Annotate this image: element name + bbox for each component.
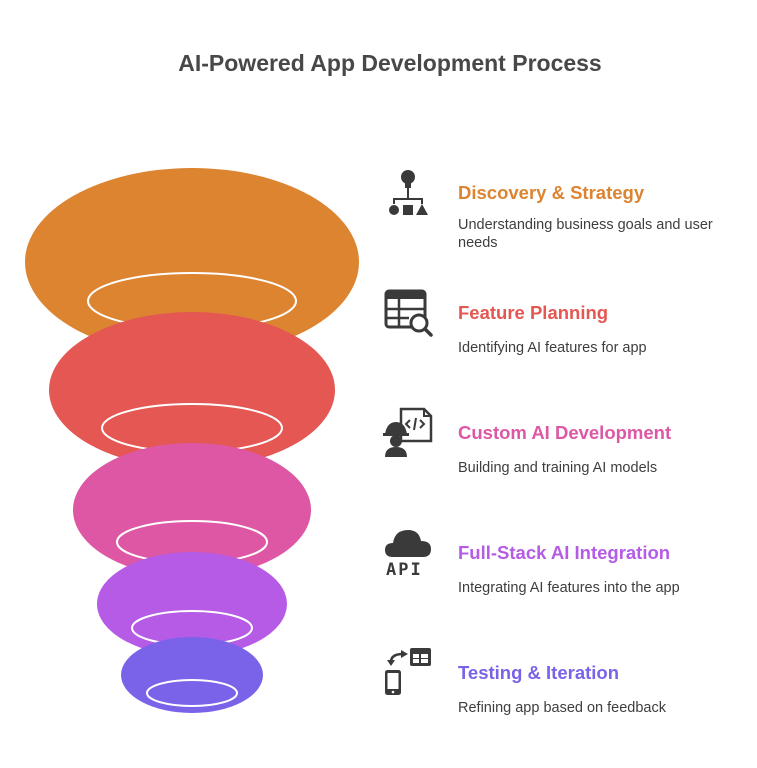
- step-testing: Testing & Iteration Refining app based o…: [383, 646, 743, 736]
- page-title: AI-Powered App Development Process: [178, 50, 602, 76]
- step-feature-planning: Feature Planning Identifying AI features…: [383, 288, 743, 378]
- mobile-transfer-icon: [383, 646, 435, 698]
- strategy-hierarchy-icon: [383, 168, 435, 220]
- step-description: Understanding business goals and user ne…: [458, 217, 713, 251]
- step-label: Testing & Iteration: [458, 662, 620, 683]
- table-search-icon: [383, 288, 435, 340]
- step-description: Identifying AI features for app: [458, 340, 647, 356]
- step-full-stack: API Full-Stack AI Integration Integratin…: [383, 527, 743, 617]
- step-description: Building and training AI models: [458, 460, 658, 476]
- step-description: Integrating AI features into the app: [458, 580, 680, 596]
- api-icon-text: API: [386, 560, 423, 579]
- funnel-diagram: [25, 168, 359, 713]
- cloud-api-icon: API: [383, 527, 435, 580]
- step-label: Custom AI Development: [458, 422, 672, 443]
- step-label: Feature Planning: [458, 302, 609, 323]
- step-description: Refining app based on feedback: [458, 700, 666, 716]
- developer-code-icon: [383, 407, 435, 459]
- step-label: Discovery & Strategy: [458, 182, 645, 203]
- step-custom-ai: Custom AI Development Building and train…: [383, 407, 743, 497]
- step-label: Full-Stack AI Integration: [458, 542, 671, 563]
- step-discovery: Discovery & Strategy Understanding busin…: [383, 168, 743, 258]
- funnel-layer-testing: [121, 637, 263, 713]
